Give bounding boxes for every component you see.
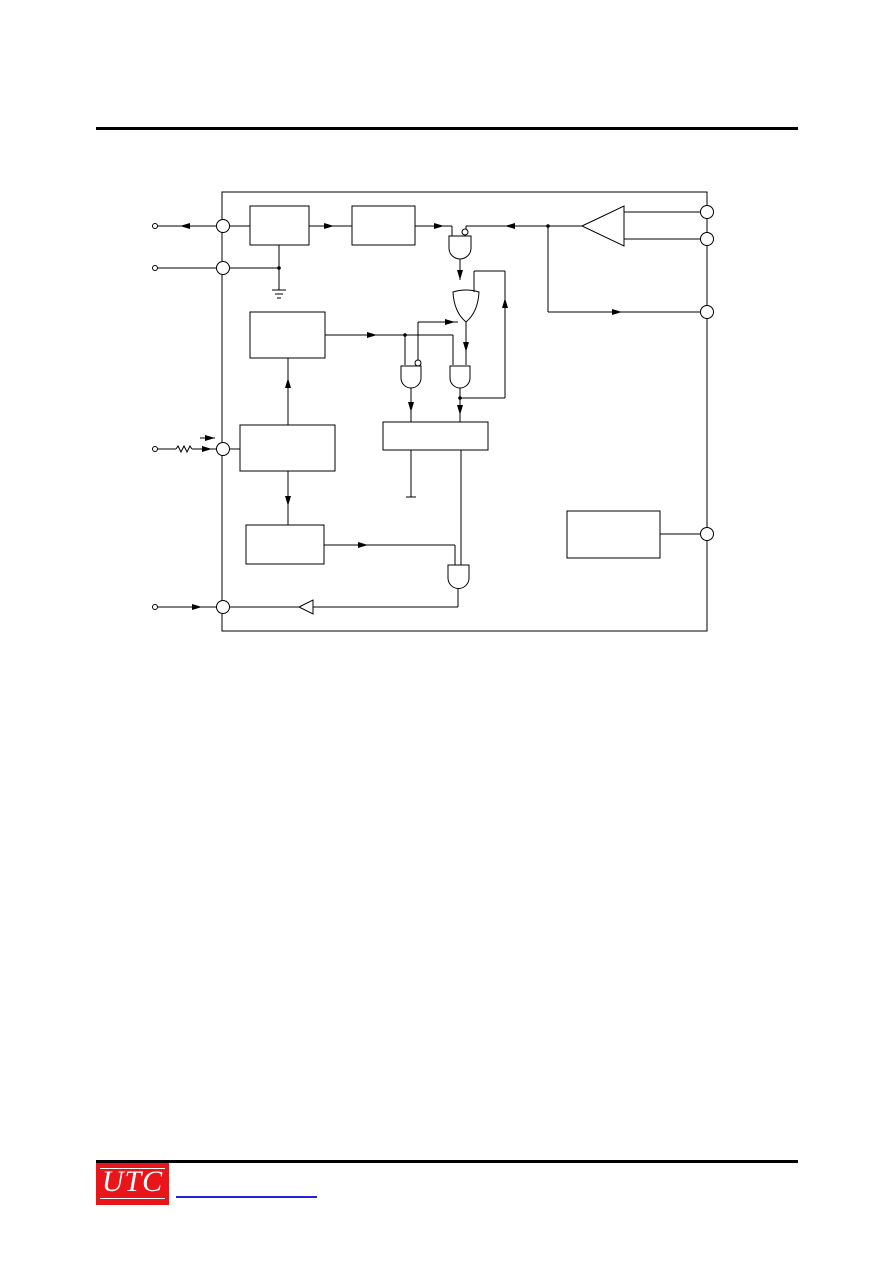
pin-2[interactable] xyxy=(152,261,230,275)
header-rule xyxy=(96,127,798,130)
delay-block xyxy=(351,205,416,246)
website-link[interactable] xyxy=(176,1196,317,1198)
pin-7[interactable] xyxy=(700,305,714,319)
and-gate-bottom xyxy=(447,564,470,589)
regulator-block xyxy=(249,205,310,246)
pin-5[interactable] xyxy=(700,205,714,219)
logo-line-bottom xyxy=(100,1198,165,1199)
logo-line-top xyxy=(100,1168,165,1169)
resistor-icon xyxy=(175,444,193,454)
logic-block xyxy=(382,421,489,451)
output-buffer xyxy=(297,599,314,615)
utc-logo: UTC xyxy=(96,1161,169,1205)
oscillator-block xyxy=(249,311,326,359)
and-gate-right xyxy=(449,365,471,389)
pin-1[interactable] xyxy=(152,219,230,233)
timer-block xyxy=(239,424,336,472)
comparator xyxy=(580,205,625,247)
or-gate xyxy=(452,289,480,323)
pin-4[interactable] xyxy=(152,600,230,614)
and-gate-left xyxy=(400,365,422,389)
pin-3[interactable] xyxy=(152,435,230,456)
pin-8[interactable] xyxy=(700,527,714,541)
footer-rule xyxy=(96,1160,798,1163)
ground-icon xyxy=(272,289,286,299)
nand-gate-top xyxy=(448,235,472,260)
logo-text: UTC xyxy=(101,1165,164,1198)
counter-block xyxy=(245,524,325,565)
chip-outline xyxy=(221,191,708,632)
reference-block xyxy=(566,510,661,559)
pin-6[interactable] xyxy=(700,232,714,246)
